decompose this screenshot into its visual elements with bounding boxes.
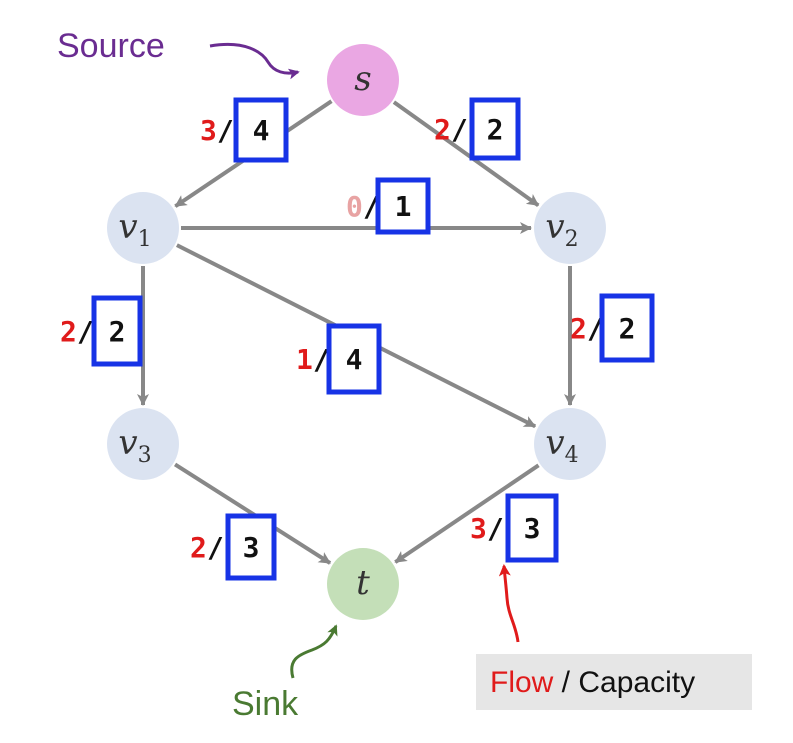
edge-slash-s-v1: / xyxy=(217,114,234,147)
node-v4: v4 xyxy=(534,408,606,480)
node-v2-label-main: v xyxy=(545,207,564,247)
edge-flow-s-v1: 3 xyxy=(200,114,217,147)
node-t: t xyxy=(327,548,399,620)
node-v3-label-main: v xyxy=(118,423,137,463)
node-s-label: s xyxy=(354,59,371,99)
node-v4-label-sub: 4 xyxy=(565,443,579,468)
node-v3-circle xyxy=(107,408,179,480)
legend-capacity-word: Capacity xyxy=(578,666,695,699)
node-v2: v2 xyxy=(534,192,606,264)
edge-capacity-s-v1: 4 xyxy=(253,114,270,147)
edge-s-v2 xyxy=(392,100,540,207)
edge-flow-s-v2: 2 xyxy=(434,113,451,146)
legend-separator: / xyxy=(553,666,578,699)
node-v1-label: v1 xyxy=(118,207,151,252)
edge-flow-v4-t: 3 xyxy=(470,512,487,545)
edge-label-s-v2: 2/2 xyxy=(434,97,521,161)
edge-capacity-box-v1-v2 xyxy=(375,177,431,235)
edge-flow-v1-v3: 2 xyxy=(60,315,77,348)
legend-pointer-arrow xyxy=(498,564,520,643)
edge-slash-v1-v3: / xyxy=(77,315,94,348)
source-pointer-arrow xyxy=(209,42,300,80)
node-v1-label-sub: 1 xyxy=(138,227,152,252)
legend: Flow / Capacity xyxy=(476,564,752,710)
source-annotation: Source xyxy=(57,27,300,80)
edge-capacity-box-s-v2 xyxy=(469,97,521,161)
edge-flow-v1-v4: 1 xyxy=(296,343,313,376)
edge-capacity-box-v3-t xyxy=(225,513,277,581)
edge-label-v3-t: 2/ 3 xyxy=(190,513,277,581)
node-v2-label-sub: 2 xyxy=(565,227,579,252)
node-v3-label-sub: 3 xyxy=(138,443,152,468)
edge-slash-v1-v4: / xyxy=(313,343,330,376)
node-v3: v3 xyxy=(107,408,179,480)
edge-label-v1-v2: 0/1 xyxy=(346,177,431,235)
edge-flow-v1-v2: 0 xyxy=(346,190,363,223)
node-v1-label-main: v xyxy=(118,207,137,247)
node-s: s xyxy=(327,44,399,116)
node-v4-label: v4 xyxy=(545,423,578,468)
edge-capacity-box-v1-v4 xyxy=(326,323,382,395)
node-v1-circle xyxy=(107,192,179,264)
node-v4-circle xyxy=(534,408,606,480)
sink-annotation-text: Sink xyxy=(232,685,299,723)
edge-flow-v2-v4: 2 xyxy=(570,312,587,345)
edge-capacity-v3-t: 3 xyxy=(243,531,260,564)
node-v3-label: v3 xyxy=(118,423,151,468)
edge-capacity-box-v2-v4 xyxy=(599,293,655,363)
edge-slash-s-v2: / xyxy=(451,113,468,146)
edge-flow-v3-t: 2 xyxy=(190,531,207,564)
node-s-circle xyxy=(327,44,399,116)
sink-annotation: Sink xyxy=(232,624,338,723)
edge-label-v1-v3: 2/2 xyxy=(60,295,143,367)
edge-capacity-v1-v4: 4 xyxy=(346,343,363,376)
legend-background xyxy=(476,654,752,710)
node-v1: v1 xyxy=(107,192,179,264)
edge-capacity-box-v1-v3 xyxy=(91,295,143,367)
edge-capacity-v1-v3: 2 xyxy=(109,315,126,348)
legend-text: Flow / Capacity xyxy=(490,666,695,699)
node-t-circle xyxy=(327,548,399,620)
edge-slash-v4-t: / xyxy=(487,512,504,545)
edge-capacity-s-v2: 2 xyxy=(487,113,504,146)
node-t-label: t xyxy=(356,563,370,603)
node-s-label-main: s xyxy=(354,59,371,99)
node-v2-label: v2 xyxy=(545,207,578,252)
edge-capacity-v2-v4: 2 xyxy=(619,312,636,345)
edge-capacity-box-s-v1 xyxy=(233,97,289,163)
node-v2-circle xyxy=(534,192,606,264)
edge-v4-t xyxy=(394,463,540,564)
node-t-label-main: t xyxy=(356,563,370,603)
sink-pointer-arrow xyxy=(290,624,338,679)
node-v4-label-main: v xyxy=(545,423,564,463)
edge-slash-v3-t: / xyxy=(207,531,224,564)
edge-capacity-v4-t: 3 xyxy=(524,512,541,545)
legend-flow-word: Flow xyxy=(490,666,554,699)
edge-label-v4-t: 3/3 xyxy=(470,493,559,563)
edge-label-v1-v4: 1/ 4 xyxy=(296,323,382,395)
edge-capacity-v1-v2: 1 xyxy=(395,190,412,223)
edge-capacity-box-v4-t xyxy=(505,493,559,563)
edge-label-s-v1: 3/ 4 xyxy=(200,97,289,163)
source-annotation-text: Source xyxy=(57,27,165,65)
edge-label-v2-v4: 2/2 xyxy=(570,293,655,363)
